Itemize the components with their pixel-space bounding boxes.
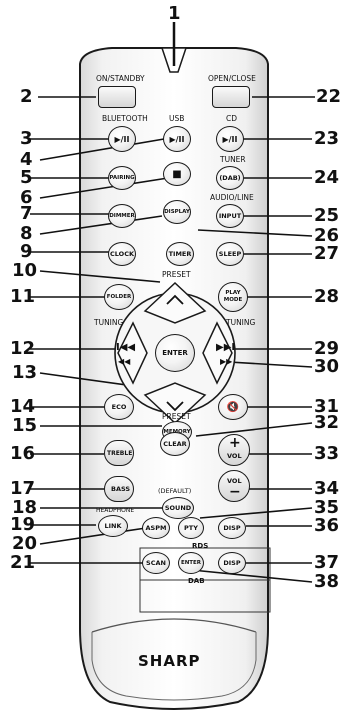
fast-forward-icon: ▶▶ xyxy=(220,357,232,366)
volume-down-button[interactable]: VOL − xyxy=(218,470,250,502)
audio-line-label: AUDIO/LINE xyxy=(210,193,254,202)
callout-2: 2 xyxy=(20,87,33,107)
bluetooth-label: BLUETOOTH xyxy=(102,114,148,123)
play-mode-button[interactable]: PLAY MODE xyxy=(218,282,248,312)
callout-5: 5 xyxy=(20,168,33,188)
clear-button[interactable]: CLEAR xyxy=(160,432,190,456)
preset-top-label: PRESET xyxy=(162,270,191,279)
callout-13: 13 xyxy=(12,363,37,383)
dab-enter-button[interactable]: ENTER xyxy=(178,552,204,574)
callout-37: 37 xyxy=(314,553,339,573)
callout-22: 22 xyxy=(316,87,341,107)
callout-23: 23 xyxy=(314,129,339,149)
callout-30: 30 xyxy=(314,357,339,377)
volume-up-button[interactable]: + VOL xyxy=(218,434,250,466)
callout-24: 24 xyxy=(314,168,339,188)
open-close-button[interactable] xyxy=(212,86,250,108)
skip-back-icon[interactable]: I◀◀ xyxy=(116,343,135,352)
eco-button[interactable]: ECO xyxy=(104,394,134,420)
treble-button[interactable]: TREBLE xyxy=(104,440,134,466)
mute-button[interactable]: 🔇 xyxy=(218,394,248,420)
dimmer-button[interactable]: DIMMER xyxy=(108,204,136,228)
callout-25: 25 xyxy=(314,206,339,226)
callout-33: 33 xyxy=(314,444,339,464)
sleep-button[interactable]: SLEEP xyxy=(216,242,244,266)
enter-button[interactable]: ENTER xyxy=(155,334,195,372)
bass-label: BASS xyxy=(111,485,130,494)
callout-1: 1 xyxy=(168,4,181,24)
bluetooth-play-pause-button[interactable]: ▶/II xyxy=(108,126,136,152)
callout-16: 16 xyxy=(10,444,35,464)
usb-play-pause-button[interactable]: ▶/II xyxy=(163,126,191,152)
scan-button[interactable]: SCAN xyxy=(142,552,170,574)
callout-21: 21 xyxy=(10,553,35,573)
callout-17: 17 xyxy=(10,479,35,499)
clock-button[interactable]: CLOCK xyxy=(108,242,136,266)
sharp-logo: SHARP xyxy=(138,652,201,670)
callout-14: 14 xyxy=(10,397,35,417)
link-button[interactable]: LINK xyxy=(98,515,128,537)
on-standby-button[interactable] xyxy=(98,86,136,108)
vol-top-label: VOL xyxy=(227,452,242,461)
dab-label: DAB xyxy=(188,577,205,586)
open-close-label: OPEN/CLOSE xyxy=(208,74,256,83)
callout-38: 38 xyxy=(314,572,339,592)
callout-28: 28 xyxy=(314,287,339,307)
pairing-button[interactable]: PAIRING xyxy=(108,166,136,190)
cd-label: CD xyxy=(226,114,237,123)
rewind-icon: ◀◀ xyxy=(118,357,130,366)
dab-disp-button[interactable]: DISP xyxy=(218,552,246,574)
callout-3: 3 xyxy=(20,129,33,149)
rds-label: RDS xyxy=(192,542,208,551)
callout-12: 12 xyxy=(10,339,35,359)
callout-36: 36 xyxy=(314,516,339,536)
dab-button[interactable]: (DAB) xyxy=(216,166,244,190)
folder-button[interactable]: FOLDER xyxy=(104,284,134,310)
aspm-button[interactable]: ASPM xyxy=(142,517,170,539)
preset-up-button[interactable] xyxy=(148,286,202,320)
callout-20: 20 xyxy=(12,534,37,554)
tuning-left-label: TUNING xyxy=(94,318,123,327)
callout-15: 15 xyxy=(12,416,37,436)
display-button[interactable]: DISPLAY xyxy=(163,200,191,224)
callout-9: 9 xyxy=(20,242,33,262)
timer-button[interactable]: TIMER xyxy=(166,242,194,266)
vol-minus-icon: − xyxy=(229,484,241,500)
stop-button[interactable]: ■ xyxy=(163,162,191,186)
usb-label: USB xyxy=(169,114,184,123)
pty-button[interactable]: PTY xyxy=(178,517,204,539)
callout-19: 19 xyxy=(10,515,35,535)
bass-button[interactable]: BASS xyxy=(104,476,134,502)
tuning-right-label: TUNING xyxy=(226,318,255,327)
cd-play-pause-button[interactable]: ▶/II xyxy=(216,126,244,152)
callout-10: 10 xyxy=(12,261,37,281)
on-standby-label: ON/STANDBY xyxy=(96,74,145,83)
vol-plus-icon: + xyxy=(229,435,241,451)
tuner-label: TUNER xyxy=(220,155,246,164)
rds-disp-button[interactable]: DISP xyxy=(218,517,246,539)
callout-7: 7 xyxy=(20,204,33,224)
preset-bottom-label: PRESET xyxy=(162,412,191,421)
treble-label: TREBLE xyxy=(107,449,132,458)
default-label: (DEFAULT) xyxy=(158,487,191,496)
callout-34: 34 xyxy=(314,479,339,499)
callout-27: 27 xyxy=(314,244,339,264)
callout-32: 32 xyxy=(314,413,339,433)
sound-button[interactable]: SOUND xyxy=(162,497,194,519)
headphone-label: HEADPHONE xyxy=(96,506,134,515)
input-button[interactable]: INPUT xyxy=(216,204,244,228)
skip-forward-icon[interactable]: ▶▶I xyxy=(216,343,235,352)
callout-11: 11 xyxy=(10,287,35,307)
